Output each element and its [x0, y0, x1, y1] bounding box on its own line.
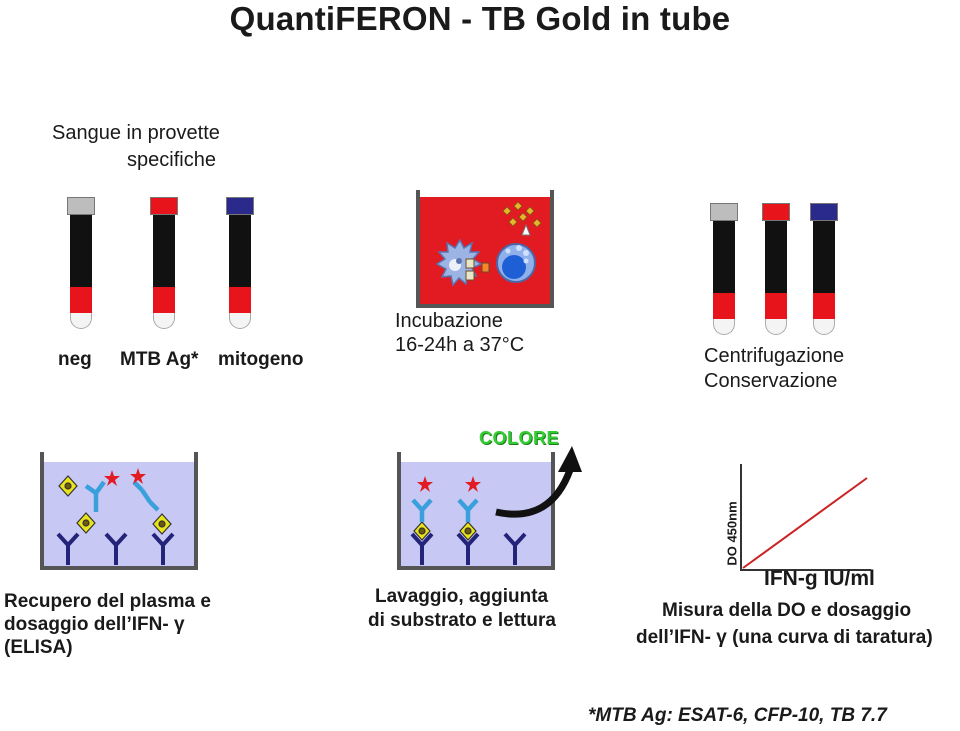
step6-line1: Misura della DO e dosaggio	[662, 600, 912, 621]
tube-mitogen-icon	[226, 197, 254, 332]
lymphocyte-icon	[496, 243, 536, 283]
step2-line1: Incubazione	[395, 310, 503, 332]
calibration-curve-chart	[740, 464, 871, 571]
antibody-icon	[56, 532, 175, 565]
step4-line2: dosaggio dell’IFN- γ	[4, 614, 185, 635]
page-title: QuantiFERON - TB Gold in tube	[229, 0, 731, 37]
colore-label: COLORE	[479, 428, 560, 448]
tube-label-neg: neg	[58, 349, 92, 370]
step5-line2: di substrato e lettura	[368, 610, 556, 631]
step6-line2: dell’IFN- γ (una curva di taratura)	[636, 627, 933, 648]
step2-line2: 16-24h a 37°C	[395, 334, 525, 356]
elisa-well-icon	[40, 452, 198, 570]
footnote: *MTB Ag: ESAT-6, CFP-10, TB 7.7	[588, 705, 887, 726]
tube-centrifuged-neg-icon	[710, 203, 738, 338]
step3-line2: Conservazione	[704, 370, 838, 392]
step5-line1: Lavaggio, aggiunta	[375, 586, 549, 607]
tube-mtb-icon	[150, 197, 178, 332]
curved-arrow-icon	[495, 446, 582, 518]
tube-centrifuged-mitogen-icon	[810, 203, 838, 338]
tube-neg-icon	[67, 197, 95, 332]
step4-line1: Recupero del plasma e	[4, 591, 211, 612]
x-axis-label: IFN-g IU/ml	[764, 567, 875, 590]
tube-centrifuged-mtb-icon	[762, 203, 790, 338]
incubation-well-icon	[416, 190, 554, 308]
step1-heading-line2: specifiche	[127, 149, 216, 171]
tube-label-mtb: MTB Ag*	[120, 349, 199, 370]
step1-heading-line1: Sangue in provette	[52, 122, 220, 144]
step3-line1: Centrifugazione	[704, 345, 845, 367]
tube-label-mitogen: mitogeno	[218, 349, 304, 370]
calibration-line	[742, 477, 868, 569]
y-axis-label: DO 450nm	[724, 501, 740, 566]
step4-line3: (ELISA)	[4, 637, 73, 658]
y-axis-label-wrap: DO 450nm	[723, 498, 741, 572]
